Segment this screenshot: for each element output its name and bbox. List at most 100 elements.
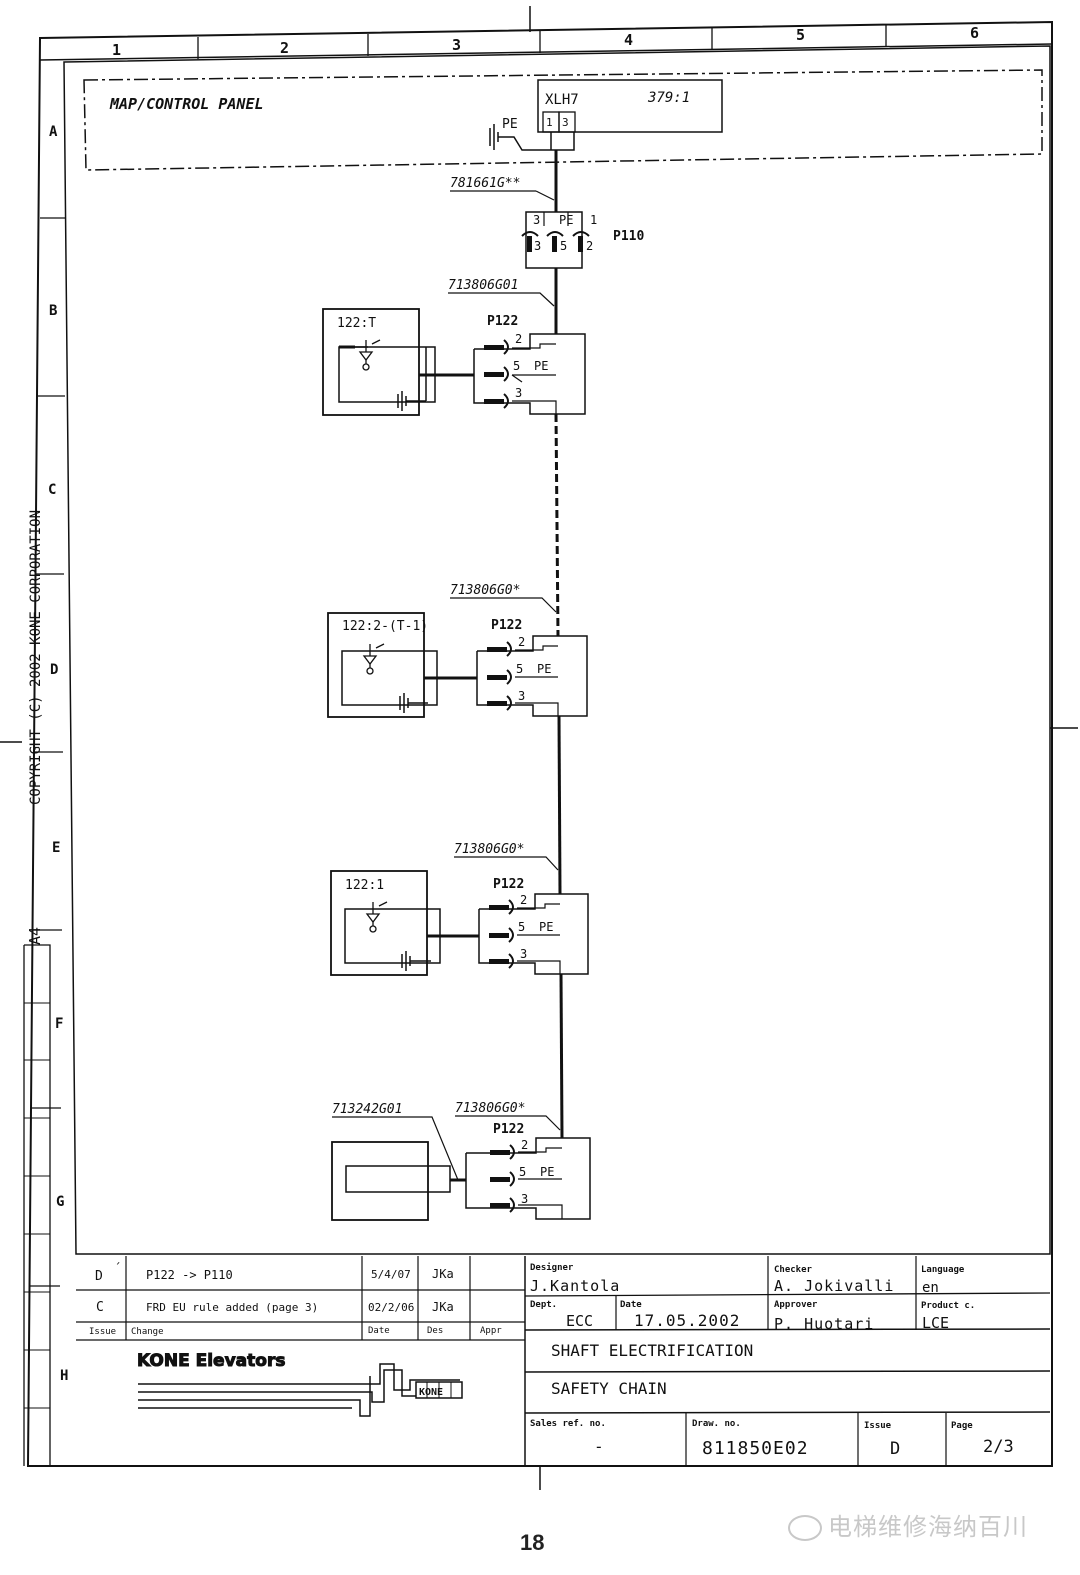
- draw-no-label: Draw. no.: [692, 1419, 741, 1429]
- approver-label: Approver: [774, 1300, 818, 1310]
- row-label: H: [60, 1368, 68, 1384]
- p122-pin-label: 2: [515, 332, 522, 346]
- copyright-text: COPYRIGHT (C) 2002 KONE CORPORATION: [28, 510, 44, 805]
- p110-connector: [521, 211, 590, 269]
- p122-pin-label: 3: [515, 386, 522, 400]
- p122-pe-label: PE: [540, 1165, 554, 1179]
- station-122-t: [322, 308, 474, 416]
- revision-designer: JKa: [432, 1267, 454, 1281]
- approver-value: P. Huotari: [774, 1315, 874, 1333]
- title-block: [524, 1256, 1051, 1466]
- revision-change: FRD EU rule added (page 3): [146, 1301, 318, 1314]
- p122-pin-label: 5: [519, 1165, 526, 1179]
- device-cable-label: 713242G01: [332, 1102, 402, 1117]
- station-cable-label: 713806G0*: [450, 583, 520, 598]
- p122-connector: [476, 635, 588, 717]
- revision-date: 02/2/06: [368, 1301, 414, 1314]
- p122-pin-label: 3: [520, 947, 527, 961]
- chat-bubble-icon: [788, 1515, 822, 1541]
- product-label: Product c.: [921, 1301, 975, 1311]
- p122-pin-label: 5: [513, 359, 520, 373]
- row-label: D: [50, 662, 58, 678]
- kone-logo-graphic: [138, 1363, 463, 1417]
- station-connector-label: P122: [493, 877, 524, 892]
- column-label: 5: [796, 26, 805, 44]
- station-713242g01: [331, 1141, 466, 1221]
- p122-pe-label: PE: [539, 920, 553, 934]
- p110-bottom-pin: 5: [560, 239, 567, 253]
- station-connector-label: P122: [491, 618, 522, 633]
- station-122-2-t-1: [327, 612, 477, 718]
- station-device-label: 122:T: [337, 316, 376, 331]
- station-device-label: 122:2-(T-1): [342, 619, 428, 634]
- date-value: 17.05.2002: [634, 1311, 740, 1330]
- drawing-title-1: SHAFT ELECTRIFICATION: [551, 1341, 753, 1360]
- designer-label: Designer: [530, 1262, 574, 1273]
- revision-issue: C: [96, 1300, 104, 1315]
- p110-top-pin: 1: [590, 213, 597, 227]
- panel-title: MAP/CONTROL PANEL: [109, 95, 264, 113]
- p122-pin-label: 3: [521, 1192, 528, 1206]
- station-connector-label: P122: [487, 314, 518, 329]
- column-label: 3: [452, 36, 461, 54]
- row-label: G: [56, 1194, 64, 1210]
- row-label: F: [55, 1016, 63, 1032]
- issue-value: D: [890, 1439, 900, 1459]
- xlh7-pin-3: [558, 111, 576, 133]
- p110-bottom-pin: 2: [586, 239, 593, 253]
- dept-value: ECC: [566, 1312, 593, 1330]
- watermark: 电梯维修海纳百川: [788, 1507, 1028, 1542]
- checker-value: A. Jokivalli: [774, 1277, 894, 1295]
- row-label: B: [49, 303, 57, 319]
- station-cable-label: 713806G0*: [455, 1101, 525, 1116]
- date-label: Date: [620, 1300, 642, 1310]
- p122-connector: [465, 1137, 591, 1220]
- station-connector-label: P122: [493, 1122, 524, 1137]
- control-panel-box: [83, 69, 1043, 171]
- designer-value: J.Kantola: [530, 1277, 620, 1295]
- p110-label: P110: [613, 229, 644, 244]
- p122-pe-label: PE: [537, 662, 551, 676]
- revision-designer: JKa: [432, 1300, 454, 1314]
- xlh7-pin-1-label: 1: [546, 116, 553, 129]
- language-label: Language: [921, 1265, 965, 1275]
- xlh7-connector-box: [537, 79, 723, 133]
- p122-pin-label: 3: [518, 689, 525, 703]
- sales-ref-value: -: [594, 1437, 604, 1456]
- p122-connector: [473, 333, 586, 415]
- p122-pin-label: 5: [516, 662, 523, 676]
- drawing-frame: [0, 6, 1078, 1490]
- watermark-text: 电梯维修海纳百川: [828, 1513, 1028, 1541]
- safety-chain-wire: [554, 150, 564, 1139]
- row-label: E: [52, 840, 60, 856]
- p110-top-pin: PE: [559, 213, 573, 227]
- revision-header: Des: [427, 1326, 443, 1336]
- draw-no-value: 811850E02: [702, 1438, 809, 1459]
- revision-change: P122 -> P110: [146, 1268, 233, 1282]
- xlh7-ref: 379:1: [647, 90, 690, 106]
- revision-header: Issue: [89, 1327, 116, 1337]
- panel-pe-label: PE: [502, 117, 518, 132]
- revision-header: Appr: [480, 1326, 502, 1336]
- p122-pin-label: 2: [520, 893, 527, 907]
- kone-logo-text: KONE: [419, 1387, 443, 1398]
- p122-pe-label: PE: [534, 359, 548, 373]
- page-label: Page: [951, 1421, 973, 1431]
- revision-date: 5/4/07: [371, 1268, 411, 1281]
- row-label: A: [49, 124, 58, 140]
- drawing-title-2: SAFETY CHAIN: [551, 1379, 667, 1398]
- p122-pin-label: 2: [521, 1138, 528, 1152]
- cable-label-top: 781661G**: [450, 176, 520, 191]
- p122-pin-label: 2: [518, 635, 525, 649]
- p122-pin-label: 5: [518, 920, 525, 934]
- revision-table: [76, 1256, 526, 1466]
- column-label: 6: [970, 24, 979, 42]
- paper-size-label: A4: [26, 927, 44, 945]
- column-label: 1: [112, 41, 121, 59]
- page-number: 18: [520, 1530, 545, 1555]
- station-122-1: [330, 870, 479, 976]
- company-name: KONE Elevators: [137, 1351, 285, 1371]
- issue-label: Issue: [864, 1421, 892, 1431]
- xlh7-pin-3-label: 3: [562, 116, 569, 129]
